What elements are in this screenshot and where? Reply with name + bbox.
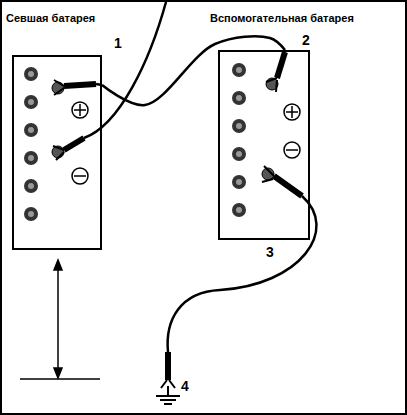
- ground-cable: [84, 2, 166, 138]
- cell-cap: [232, 63, 246, 77]
- clamp-jaw: [54, 80, 64, 95]
- plus-symbol: [284, 104, 300, 120]
- reference-line: [20, 378, 100, 380]
- cap-centre: [236, 207, 242, 213]
- cap-centre: [28, 71, 34, 77]
- cables: [84, 2, 316, 352]
- callout-number: 2: [301, 32, 311, 48]
- battery-heading: Вспомогательная батарея: [210, 11, 354, 25]
- cap-centre: [236, 123, 242, 129]
- cap-centre: [28, 99, 34, 105]
- negative-cable: [168, 196, 317, 352]
- battery-box: Севшая батарея: [12, 55, 102, 250]
- minus-symbol: [286, 149, 298, 151]
- cell-cap: [232, 119, 246, 133]
- cell-cap: [232, 203, 246, 217]
- minus-symbol: [72, 168, 88, 184]
- arrowhead: [54, 260, 62, 270]
- cap-centre: [236, 151, 242, 157]
- plus-symbol: [74, 104, 86, 116]
- jumper-cable: [102, 36, 285, 105]
- clamp-jaw: [266, 78, 277, 92]
- cell-cap: [24, 95, 38, 109]
- cell-cap: [24, 67, 38, 81]
- cell-cap: [232, 147, 246, 161]
- clamp: [277, 52, 285, 78]
- cell-cap: [232, 91, 246, 105]
- cap-centre: [236, 179, 242, 185]
- polarity-symbols: [72, 102, 300, 184]
- cap-centre: [236, 95, 242, 101]
- dimension-line: [57, 266, 59, 374]
- minus-symbol: [284, 142, 300, 158]
- clamp: [64, 84, 96, 86]
- ground-bars: [156, 396, 180, 404]
- arrowhead: [54, 368, 62, 378]
- battery-heading: Севшая батарея: [6, 11, 95, 25]
- cell-cap: [24, 179, 38, 193]
- cell-cap-centres: [28, 67, 242, 217]
- cap-centre: [28, 211, 34, 217]
- cap-centre: [28, 127, 34, 133]
- plus-symbol: [72, 102, 88, 118]
- battery-box: Вспомогательная батарея: [218, 50, 310, 240]
- clamps: [53, 52, 302, 388]
- cell-caps: [24, 63, 246, 221]
- clamp: [274, 176, 302, 196]
- minus-symbol: [74, 175, 86, 177]
- callout-number: 3: [265, 244, 275, 260]
- cell-cap: [24, 207, 38, 221]
- clamp-jaw: [262, 166, 274, 182]
- clamp: [64, 138, 84, 150]
- cap-centre: [28, 155, 34, 161]
- ground-stem: [167, 386, 169, 396]
- cap-centre: [28, 183, 34, 189]
- distance-arrow: [20, 260, 100, 379]
- clamp-jaw: [53, 146, 64, 160]
- cap-centre: [236, 67, 242, 73]
- cell-cap: [24, 151, 38, 165]
- ground-symbol: [156, 386, 180, 404]
- callout-number: 1: [113, 35, 123, 51]
- plus-symbol: [286, 106, 298, 118]
- callout-number: 4: [180, 378, 190, 394]
- cell-cap: [232, 175, 246, 189]
- cell-cap: [24, 123, 38, 137]
- clamp: [165, 352, 171, 380]
